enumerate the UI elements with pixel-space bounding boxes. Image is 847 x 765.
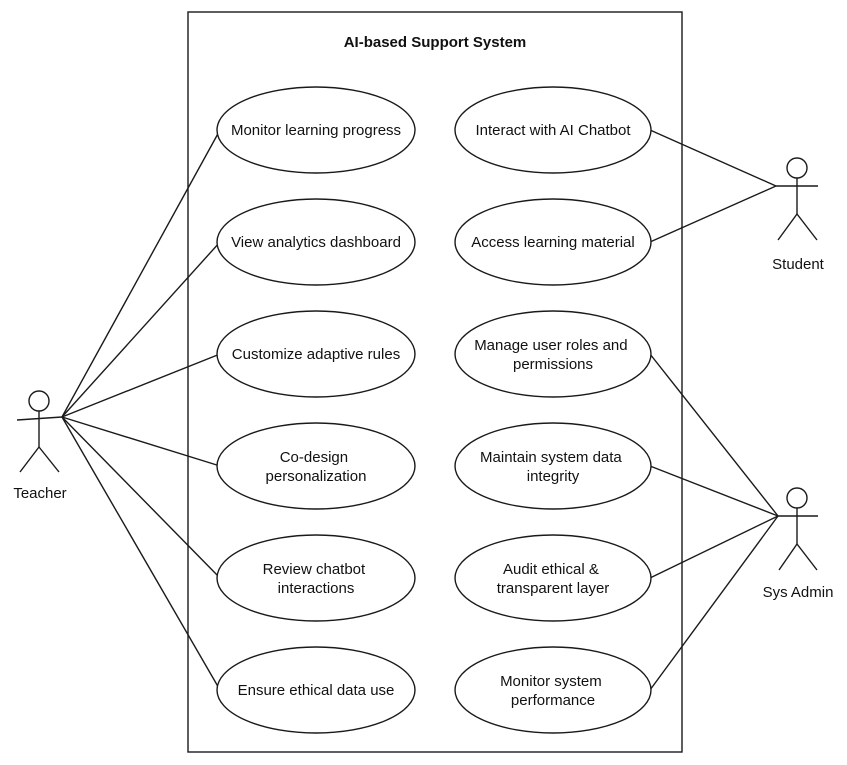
svg-text:View analytics dashboard: View analytics dashboard (231, 234, 401, 251)
use-case-label-line1: Maintain system data (480, 449, 622, 466)
svg-text:Monitor learning progress: Monitor learning progress (231, 122, 401, 139)
assoc-sysadmin-monitor-performance (649, 515, 779, 691)
use-case-maintain-data-integrity[interactable]: Maintain system data integrity (454, 422, 652, 510)
use-case-label: Access learning material (471, 234, 634, 251)
system-boundary (187, 11, 683, 753)
use-case-label-line2: performance (511, 692, 595, 709)
use-case-label: Ensure ethical data use (238, 682, 395, 699)
use-case-monitor-system-performance[interactable]: Monitor system performance (454, 646, 652, 734)
assoc-teacher-monitor-progress (61, 129, 221, 418)
actor-label-student: Student (772, 256, 825, 273)
svg-text:Review chatbot interacti: Review chatbot interactions (263, 561, 370, 597)
actor-student[interactable]: Student (772, 157, 825, 273)
assoc-sysadmin-manage-roles (649, 353, 779, 517)
use-case-review-chatbot-interactions[interactable]: Review chatbot interactions (216, 534, 416, 622)
actor-teacher[interactable]: Teacher (13, 390, 67, 502)
use-case-label-line1: Co-design (280, 449, 348, 466)
stick-figure-icon (778, 487, 818, 571)
assoc-student-access-material (649, 185, 777, 243)
use-case-label: Monitor learning progress (231, 122, 401, 139)
svg-text:Ensure ethical data use: Ensure ethical data use (238, 682, 395, 699)
svg-text:Audit ethical & transpar: Audit ethical & transparent layer (497, 561, 610, 597)
actor-label-sys-admin: Sys Admin (763, 584, 834, 601)
use-case-label-line1: Manage user roles and (474, 337, 627, 354)
use-case-customize-adaptive-rules[interactable]: Customize adaptive rules (216, 310, 416, 398)
svg-text:Interact with AI Chatbot: Interact with AI Chatbot (475, 122, 631, 139)
svg-text:Co-design personalizatio: Co-design personalization (266, 449, 367, 485)
use-case-label-line2: permissions (513, 356, 593, 373)
assoc-sysadmin-maintain-integrity (649, 465, 779, 517)
use-case-manage-user-roles[interactable]: Manage user roles and permissions (454, 310, 652, 398)
assoc-teacher-co-design (61, 416, 221, 467)
use-case-label: Interact with AI Chatbot (475, 122, 631, 139)
use-case-label: View analytics dashboard (231, 234, 401, 251)
stick-figure-icon (776, 157, 818, 241)
use-case-label-line1: Review chatbot (263, 561, 366, 578)
associations (61, 129, 779, 691)
use-case-label: Customize adaptive rules (232, 346, 400, 363)
svg-text:Maintain system data int: Maintain system data integrity (480, 449, 626, 485)
svg-text:Monitor system performan: Monitor system performance (500, 673, 606, 709)
use-case-access-learning-material[interactable]: Access learning material (454, 198, 652, 286)
stick-figure-icon (16, 390, 63, 473)
assoc-teacher-customize-rules (61, 353, 221, 418)
use-case-label-line2: transparent layer (497, 580, 610, 597)
use-case-label-line2: interactions (278, 580, 355, 597)
use-case-co-design-personalization[interactable]: Co-design personalization (216, 422, 416, 510)
use-case-interact-with-ai-chatbot[interactable]: Interact with AI Chatbot (454, 86, 652, 174)
svg-text:Manage user roles and pe: Manage user roles and permissions (474, 337, 632, 373)
use-case-ensure-ethical-data-use[interactable]: Ensure ethical data use (216, 646, 416, 734)
use-case-label-line2: integrity (527, 468, 580, 485)
use-case-monitor-learning-progress[interactable]: Monitor learning progress (216, 86, 416, 174)
use-case-label-line1: Audit ethical & (503, 561, 599, 578)
use-case-view-analytics-dashboard[interactable]: View analytics dashboard (216, 198, 416, 286)
use-case-label-line1: Monitor system (500, 673, 602, 690)
assoc-teacher-view-analytics (61, 241, 221, 418)
system-title: AI-based Support System (344, 34, 527, 51)
assoc-student-interact-chatbot (649, 129, 777, 187)
use-case-audit-ethical-layer[interactable]: Audit ethical & transparent layer (454, 534, 652, 622)
svg-text:Access learning material: Access learning material (471, 234, 634, 251)
use-case-label-line2: personalization (266, 468, 367, 485)
svg-text:Customize adaptive rules: Customize adaptive rules (232, 346, 400, 363)
assoc-teacher-review-chatbot (61, 416, 221, 579)
assoc-sysadmin-audit-ethical (649, 515, 779, 579)
actor-sys-admin[interactable]: Sys Admin (763, 487, 834, 601)
assoc-teacher-ensure-ethical (61, 416, 221, 691)
actor-label-teacher: Teacher (13, 485, 66, 502)
